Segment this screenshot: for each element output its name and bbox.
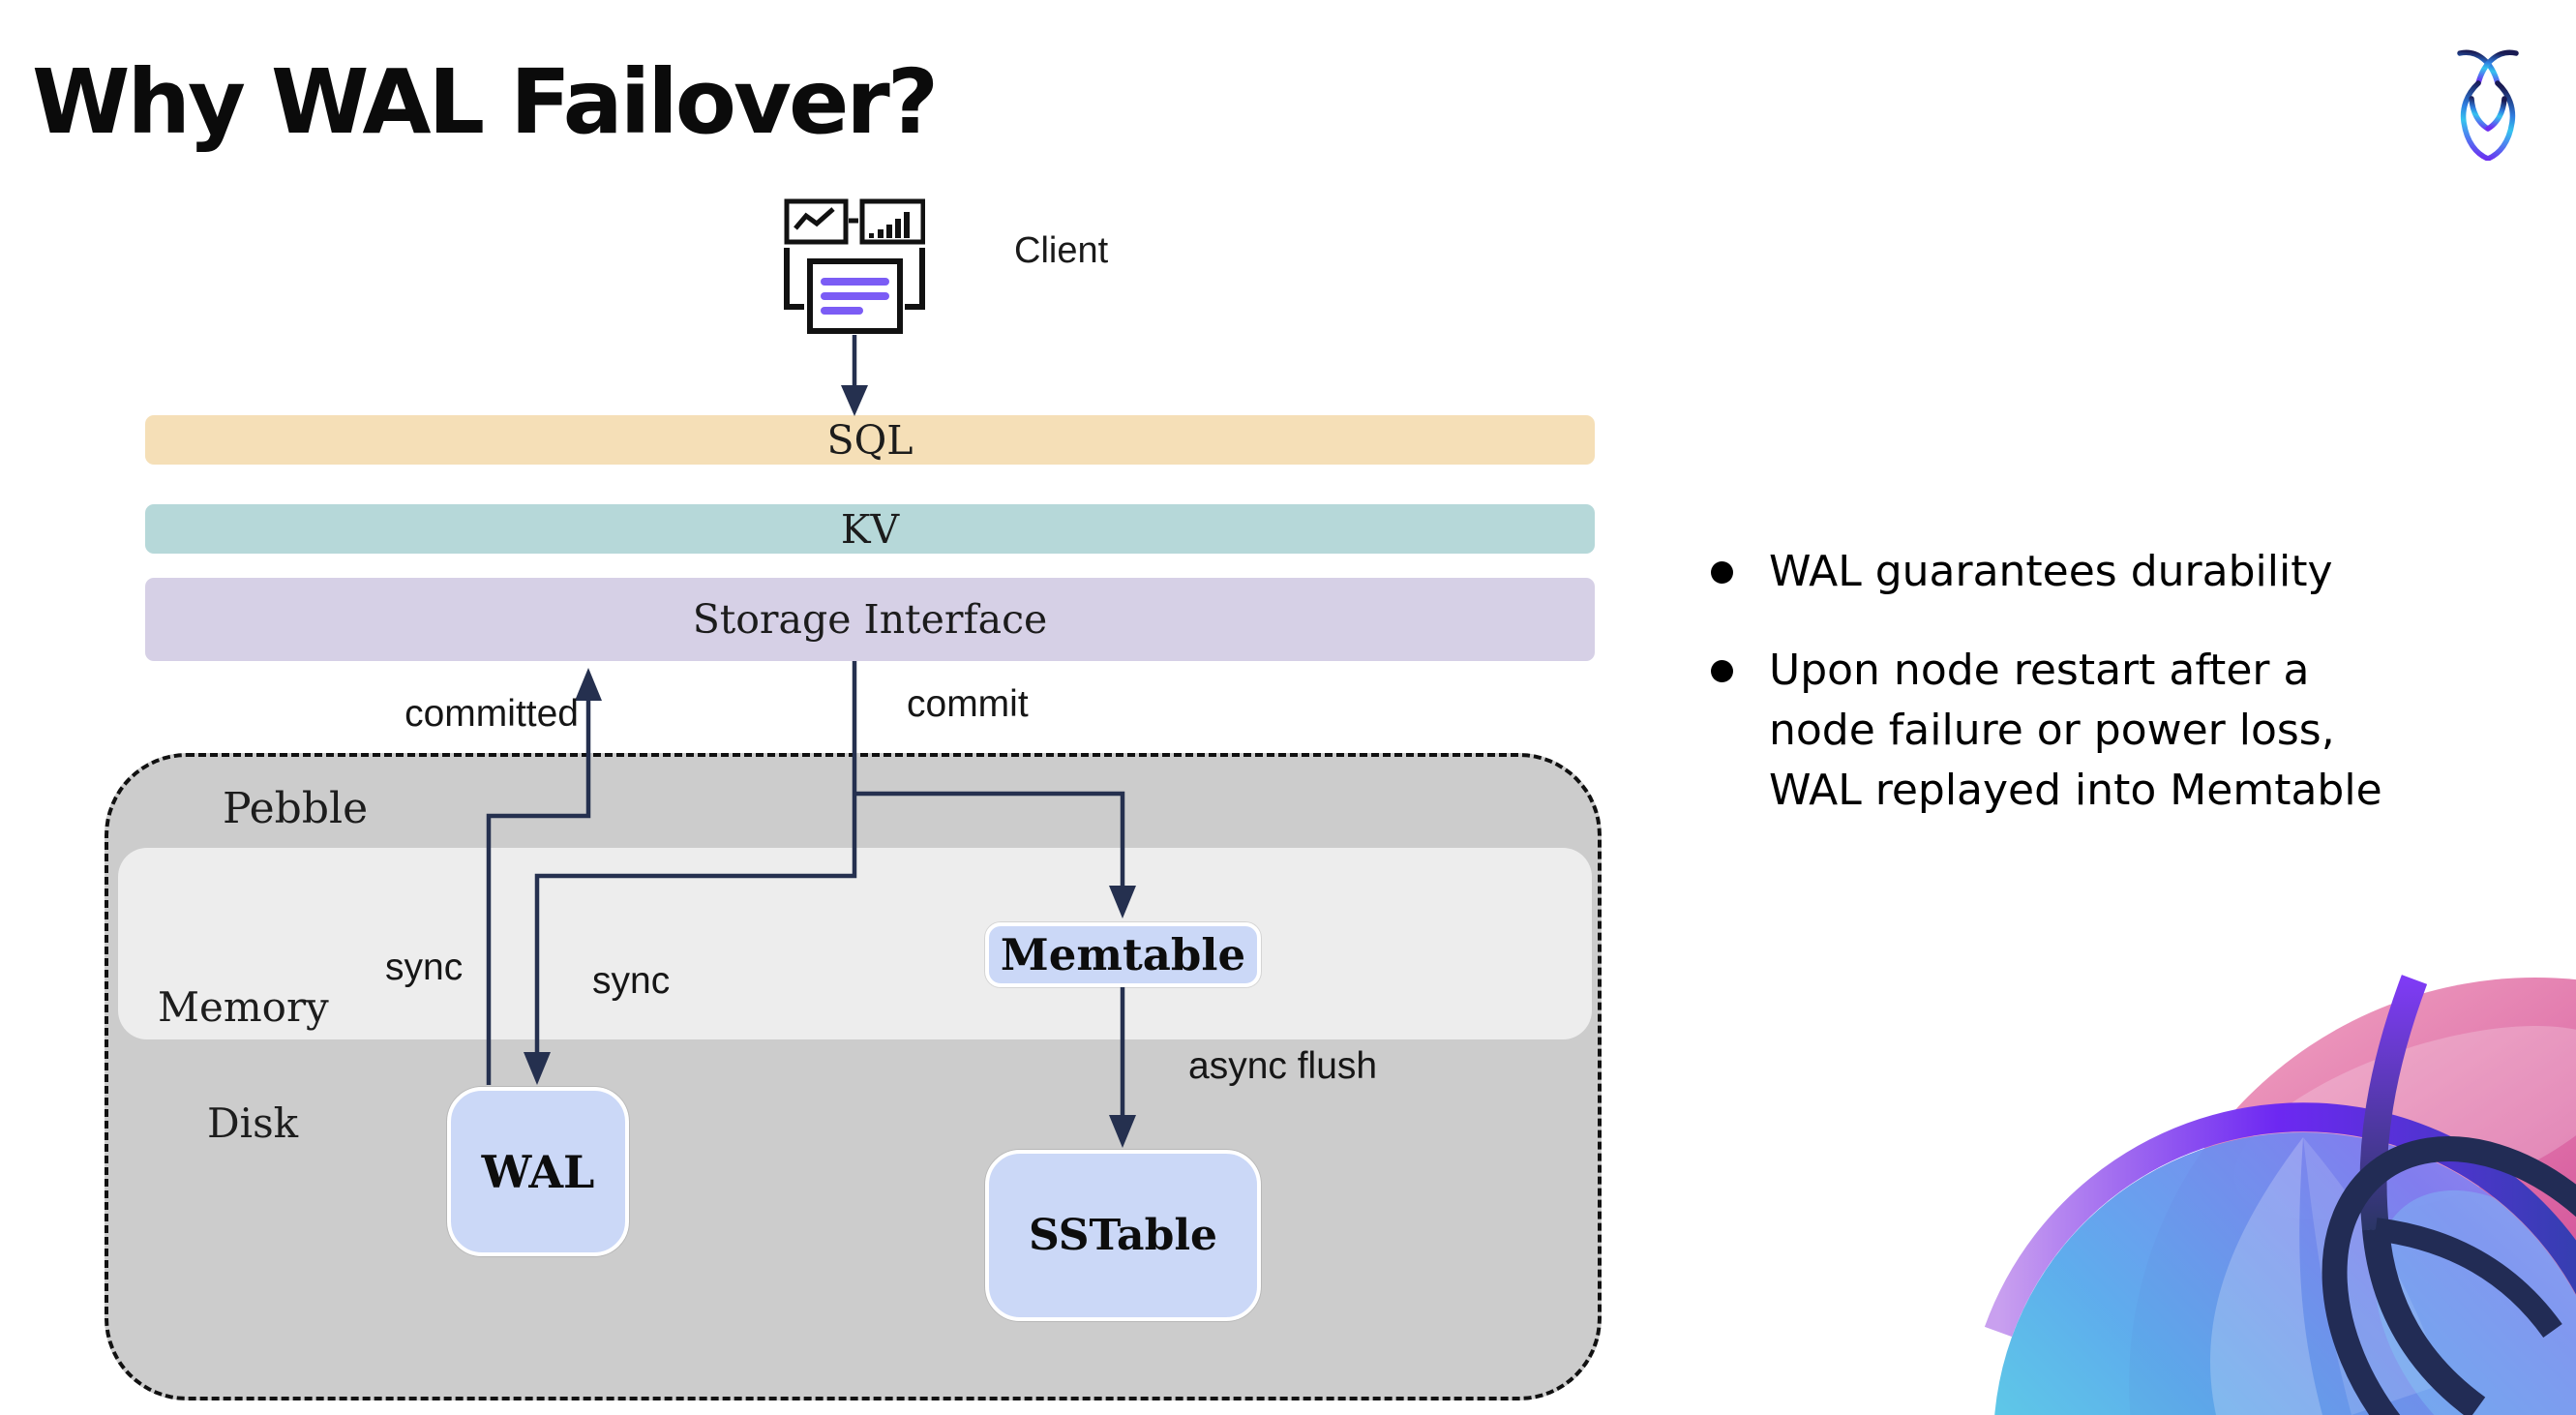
arrowhead-client <box>841 385 868 416</box>
layer-bar-sql-label: SQL <box>826 416 914 464</box>
list-item: Upon node restart after a node failure o… <box>1711 641 2382 821</box>
bullet-dot-icon <box>1711 561 1733 584</box>
edge-label-committed: committed <box>404 693 579 735</box>
disk-label: Disk <box>207 1099 299 1147</box>
memtable-node: Memtable <box>985 922 1261 987</box>
layer-bar-kv: KV <box>145 504 1595 554</box>
bar-chart-icon <box>869 212 910 238</box>
wal-node-label: WAL <box>481 1145 595 1198</box>
bullet-line: WAL guarantees durability <box>1769 547 2333 596</box>
memory-label: Memory <box>158 983 329 1031</box>
sstable-node-label: SSTable <box>1028 1211 1218 1260</box>
bullet-dot-icon <box>1711 660 1733 682</box>
edge-label-async-flush: async flush <box>1188 1045 1378 1087</box>
layer-bar-kv-label: KV <box>840 505 900 553</box>
bullet-line: node failure or power loss, <box>1769 706 2335 755</box>
wal-node: WAL <box>447 1087 629 1256</box>
bullet-line: WAL replayed into Memtable <box>1769 766 2382 815</box>
brand-sphere-graphic <box>1984 975 2576 1415</box>
list-item: WAL guarantees durability <box>1711 542 2332 602</box>
document-lines-icon <box>821 278 889 315</box>
edge-label-commit: commit <box>907 683 1029 725</box>
sstable-node: SSTable <box>985 1150 1261 1321</box>
layer-bar-storage-label: Storage Interface <box>692 596 1048 643</box>
pebble-label: Pebble <box>223 784 369 833</box>
bullet-line: Upon node restart after a <box>1769 646 2310 695</box>
client-monitors-icon <box>784 198 925 334</box>
edge-label-sync-right: sync <box>592 960 671 1002</box>
client-label: Client <box>1014 230 1109 271</box>
page-title: Why WAL Failover? <box>32 50 939 154</box>
memtable-node-label: Memtable <box>1000 929 1246 980</box>
memory-band <box>118 848 1592 1039</box>
layer-bar-storage: Storage Interface <box>145 578 1595 661</box>
cockroachdb-logo-icon <box>2457 49 2519 161</box>
edge-label-sync-left: sync <box>385 947 464 988</box>
arrowhead-committed <box>575 668 602 701</box>
layer-bar-sql: SQL <box>145 415 1595 465</box>
